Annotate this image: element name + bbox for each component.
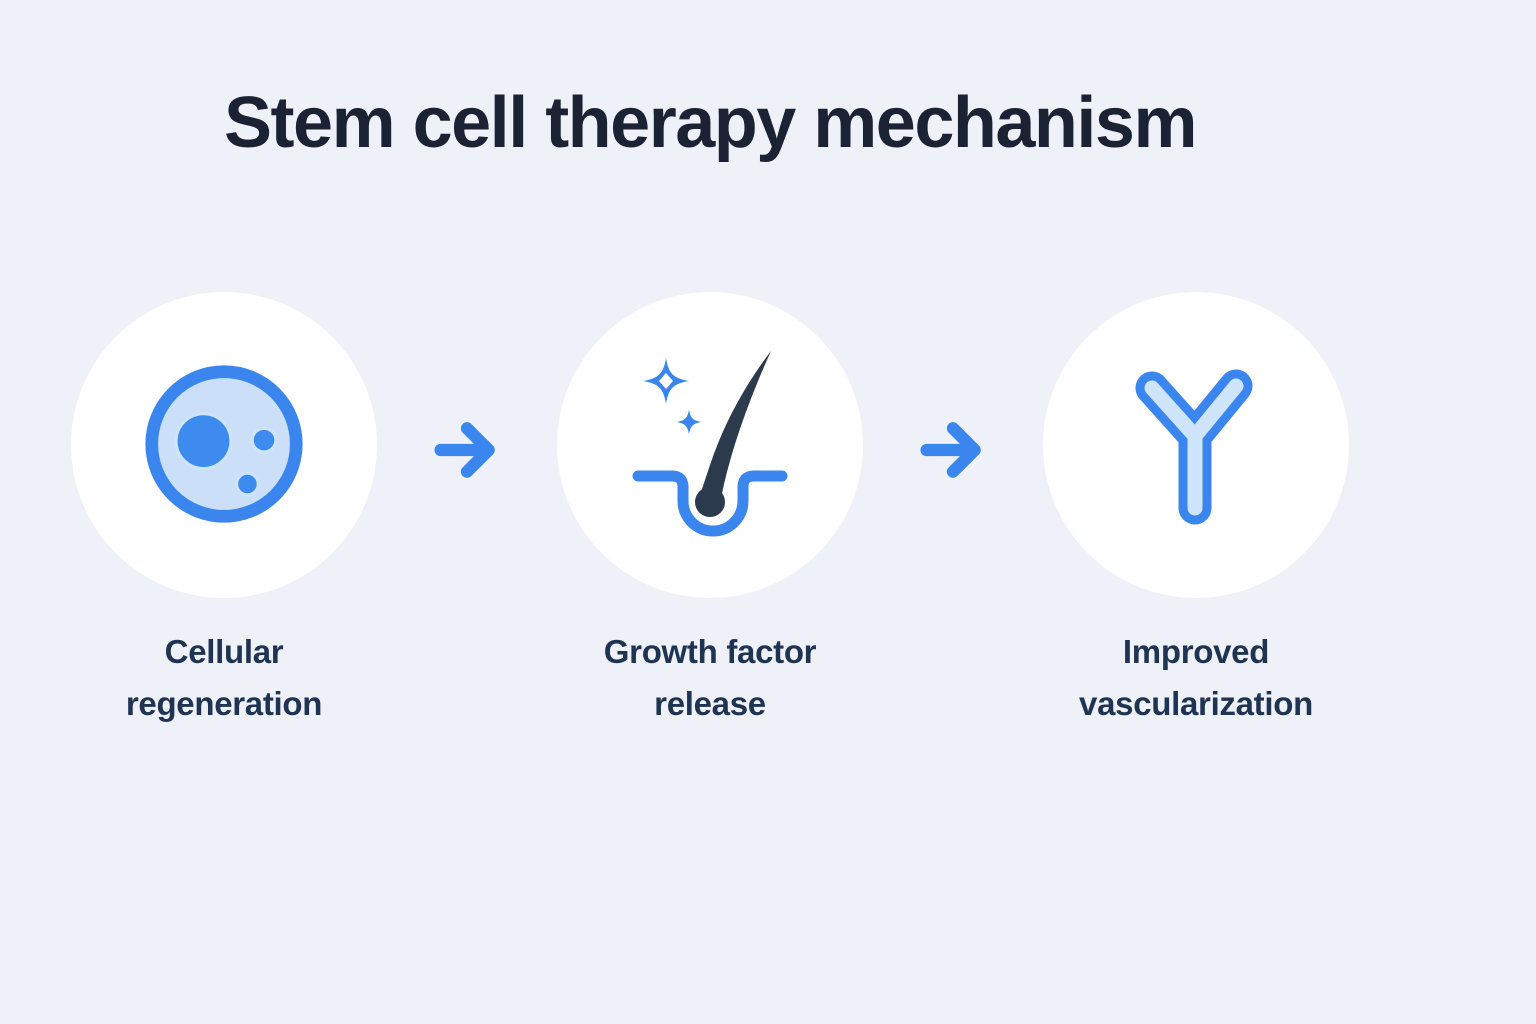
flow-arrow [863, 292, 1043, 598]
arrow-right-icon [434, 422, 495, 478]
hair-follicle-icon [632, 351, 788, 537]
icon-circle [71, 292, 377, 598]
step-cellular-regeneration: Cellular regeneration [71, 292, 377, 730]
step-label: Improved vascularization [1079, 633, 1313, 722]
icon-circle [1043, 292, 1349, 598]
flow-arrow [377, 292, 557, 598]
icon-circle [557, 292, 863, 598]
sparkle-icon [643, 358, 689, 404]
step-improved-vascularization: Improved vascularization [1043, 292, 1349, 730]
stem-cell-icon [145, 365, 303, 523]
arrow-right-icon [920, 422, 981, 478]
step-label: Growth factor release [603, 633, 817, 722]
sparkle-icon [676, 409, 702, 435]
blood-vessel-icon [1135, 369, 1253, 525]
stem-cell-diagram: Stem cell therapy mechanism Cellular reg… [0, 83, 1420, 730]
step-growth-factor-release: Growth factor release [557, 292, 863, 730]
page-title: Stem cell therapy mechanism [224, 83, 1197, 163]
step-label: Cellular regeneration [125, 633, 323, 722]
steps-row: Cellular regeneration [0, 292, 1420, 730]
